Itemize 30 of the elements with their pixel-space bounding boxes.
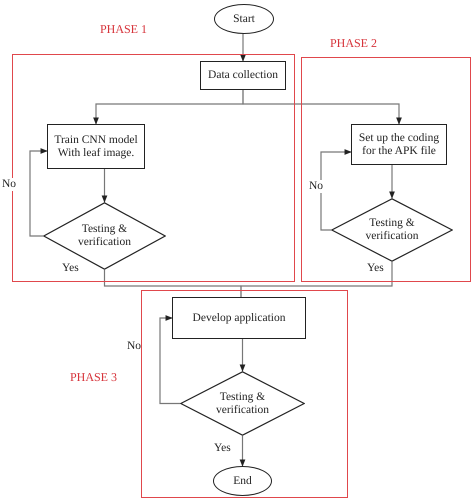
edge-label: No: [2, 178, 16, 191]
edge-label: No: [309, 180, 324, 193]
arrow: [389, 165, 395, 199]
process-text: Develop application: [192, 312, 286, 324]
arrow: [320, 149, 352, 231]
process-box: [172, 297, 306, 339]
decision-diamond: [331, 198, 453, 262]
arrow: [240, 34, 246, 62]
terminal-text: Start: [232, 12, 256, 26]
phase-heading: PHASE 2: [330, 36, 378, 51]
process-box: [351, 124, 447, 165]
arrow: [240, 339, 246, 372]
process-text: Set up the coding for the APK file: [358, 132, 440, 158]
arrow: [102, 169, 108, 203]
process-text: Train CNN model With leaf image.: [53, 134, 139, 160]
decision-diamond: [180, 371, 305, 436]
decision-text: Testing & verification: [214, 390, 270, 416]
terminal-text: End: [232, 474, 253, 488]
arrow: [29, 148, 48, 237]
decision-text: Testing & verification: [364, 217, 420, 243]
arrow: [240, 436, 246, 467]
arrow: [242, 90, 402, 125]
decision-text: Testing & verification: [76, 223, 132, 249]
phase-heading: PHASE 3: [70, 370, 118, 385]
arrow: [159, 315, 180, 404]
process-box: [200, 61, 286, 90]
decision-diamond: [43, 202, 166, 270]
phase-heading: PHASE 1: [100, 22, 148, 37]
process-box: [47, 124, 145, 169]
process-text: Data collection: [207, 69, 279, 82]
